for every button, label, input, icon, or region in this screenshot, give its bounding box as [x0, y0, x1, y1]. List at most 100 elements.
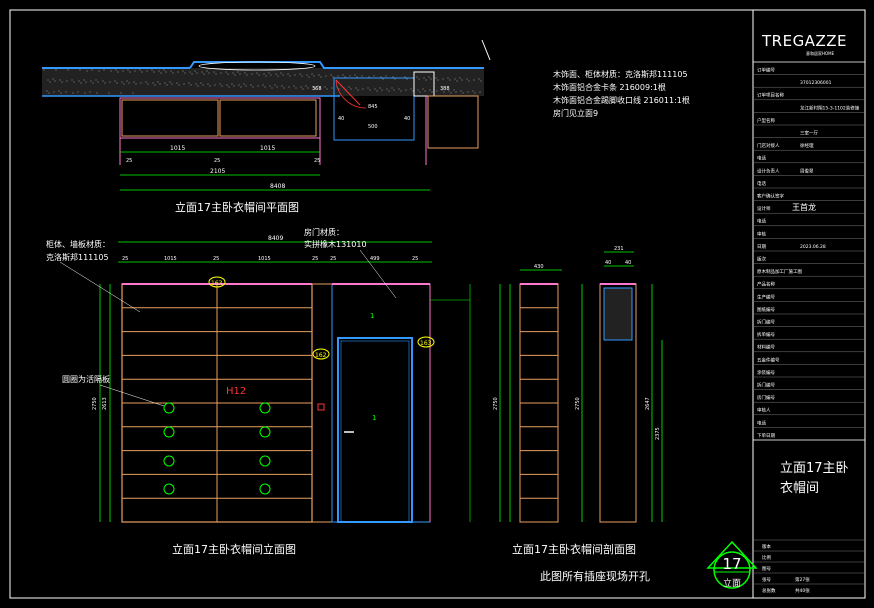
- svg-text:25: 25: [412, 256, 418, 262]
- svg-text:1015: 1015: [258, 256, 271, 262]
- svg-text:房门材质：: 房门材质：: [304, 227, 344, 237]
- plan-dim-overall: 8408: [270, 183, 285, 190]
- svg-text:实拼橡木131010: 实拼橡木131010: [304, 239, 367, 249]
- tb-row-value: 王首龙: [792, 202, 816, 212]
- svg-text:845: 845: [368, 104, 378, 110]
- elevation-title: 立面17主卧衣帽间立面图: [172, 542, 296, 556]
- tb-row-value: 周俊翠: [800, 167, 814, 174]
- section-note: 此图所有插座现场开孔: [540, 569, 650, 583]
- tb-row-label: 生产编号: [757, 293, 775, 300]
- svg-text:1: 1: [370, 312, 374, 320]
- svg-text:40: 40: [625, 260, 631, 266]
- title-block: TREGAZZE 意和居家HOME 订单编号37012306001订单项目名称龙…: [753, 32, 865, 594]
- plan-title: 立面17主卧衣帽间平面图: [175, 200, 299, 214]
- svg-text:231: 231: [614, 246, 624, 252]
- tb-row-value: 三室一厅: [800, 129, 818, 136]
- svg-text:25: 25: [213, 256, 219, 262]
- plan-view: 1015 1015 2105 8408 25 25 25 845 500 40 …: [42, 39, 690, 214]
- door-panel: [331, 283, 431, 523]
- tb-row-label: 图纸编号: [757, 306, 775, 313]
- tb-row-label: 材料编号: [757, 344, 775, 351]
- tb-row-label: 原木制品加工厂施工图: [757, 268, 802, 275]
- tb-row-label: 户型名称: [757, 117, 775, 124]
- tb-row-value: 37012306001: [800, 80, 832, 86]
- svg-text:25: 25: [122, 256, 128, 262]
- tb-row-value: 2023.06.28: [800, 244, 826, 250]
- shelf-hole: [259, 455, 271, 467]
- plan-dim-3: 2105: [210, 168, 225, 175]
- svg-text:368: 368: [312, 86, 322, 92]
- tb-row-label: 电话: [757, 155, 766, 162]
- svg-text:1015: 1015: [164, 256, 177, 262]
- svg-text:立面: 立面: [723, 577, 741, 589]
- plan-note-1: 木饰面、柜体材质：克洛斯邦111105: [553, 69, 688, 79]
- tb-row-label: 门店对接人: [757, 142, 780, 149]
- svg-text:500: 500: [368, 124, 378, 130]
- svg-text:388: 388: [440, 86, 450, 92]
- tb-row-value: 龙江新村翔15-3-1102装修施: [800, 104, 860, 111]
- section-shelves: [520, 307, 558, 499]
- tb-row-label: 客户确认签字: [757, 192, 784, 199]
- tb-row-label: 订单编号: [757, 66, 775, 73]
- shelf-hole: [163, 455, 175, 467]
- tb-bottom-label: 图号: [762, 566, 771, 572]
- tb-row-label: 设计师: [757, 205, 771, 212]
- tb-bottom-label: 比例: [762, 554, 771, 561]
- svg-text:162: 162: [315, 352, 327, 359]
- svg-text:25: 25: [314, 158, 320, 164]
- tb-row-label: 审核人: [757, 407, 771, 414]
- svg-text:499: 499: [370, 256, 380, 262]
- tb-row-label: 五金件编号: [757, 356, 780, 363]
- tb-bottom-label: 张号: [762, 576, 771, 583]
- svg-text:2613: 2613: [102, 397, 108, 410]
- tb-row-label: 审核: [757, 230, 766, 237]
- shelf-hole: [259, 426, 271, 438]
- tb-row-label: 电话: [757, 218, 766, 225]
- shelf-holes: [163, 402, 271, 495]
- door: [337, 337, 413, 523]
- elevation-view: 8409 25 1015 25 1015 25 25 499 25 2750 2…: [46, 227, 471, 556]
- tb-row-label: 日期: [757, 244, 766, 250]
- svg-text:17: 17: [722, 555, 741, 573]
- tb-row-label: 电话: [757, 419, 766, 426]
- tb-bottom-value: 第27张: [795, 576, 810, 583]
- tb-row-value: 徐经理: [800, 142, 814, 149]
- svg-text:2750: 2750: [493, 397, 499, 410]
- tb-row-label: 拆单编号: [757, 331, 775, 338]
- svg-text:163: 163: [211, 280, 223, 287]
- plan-note-3: 木饰面铝合金踢脚收口线 216011:1根: [553, 95, 690, 105]
- svg-text:40: 40: [338, 116, 344, 122]
- svg-text:40: 40: [605, 260, 611, 266]
- tb-bottom-label: 总张数: [762, 587, 776, 594]
- tb-bottom-label: 版本: [762, 543, 771, 550]
- svg-text:圆圈为活隔板: 圆圈为活隔板: [62, 374, 110, 384]
- svg-text:8409: 8409: [268, 235, 283, 242]
- wardrobe-shelves: [122, 307, 312, 499]
- tb-row-label: 产品名称: [757, 281, 775, 288]
- tb-row-label: 版次: [757, 255, 766, 262]
- tb-row-label: 设计负责人: [757, 167, 780, 174]
- svg-text:2647: 2647: [645, 397, 651, 410]
- tb-row-label: 涂装编号: [757, 369, 775, 376]
- brand-logo: TREGAZZE: [761, 32, 847, 50]
- svg-text:克洛斯邦111105: 克洛斯邦111105: [46, 252, 109, 262]
- title-block-title-1: 立面17主卧: [780, 461, 849, 476]
- tb-row-label: 拆门编号: [757, 318, 775, 325]
- svg-text:2750: 2750: [575, 397, 581, 410]
- shelf-hole: [259, 402, 271, 414]
- sheet-border: [9, 9, 866, 599]
- svg-text:25: 25: [330, 256, 336, 262]
- plan-note-2: 木饰面铝合金卡条 216009:1根: [553, 82, 666, 92]
- svg-text:柜体、墙板材质：: 柜体、墙板材质：: [46, 239, 110, 249]
- svg-text:25: 25: [126, 158, 132, 164]
- shelf-hole: [163, 426, 175, 438]
- plan-note-4: 房门见立面9: [553, 108, 598, 118]
- svg-text:40: 40: [404, 116, 410, 122]
- brand-sub: 意和居家HOME: [806, 50, 835, 56]
- shelf-hole: [163, 483, 175, 495]
- tb-row-label: 房门编号: [757, 394, 775, 401]
- plan-dim-1: 1015: [170, 145, 185, 152]
- svg-text:163: 163: [420, 340, 432, 347]
- title-block-title-2: 衣帽间: [780, 480, 819, 496]
